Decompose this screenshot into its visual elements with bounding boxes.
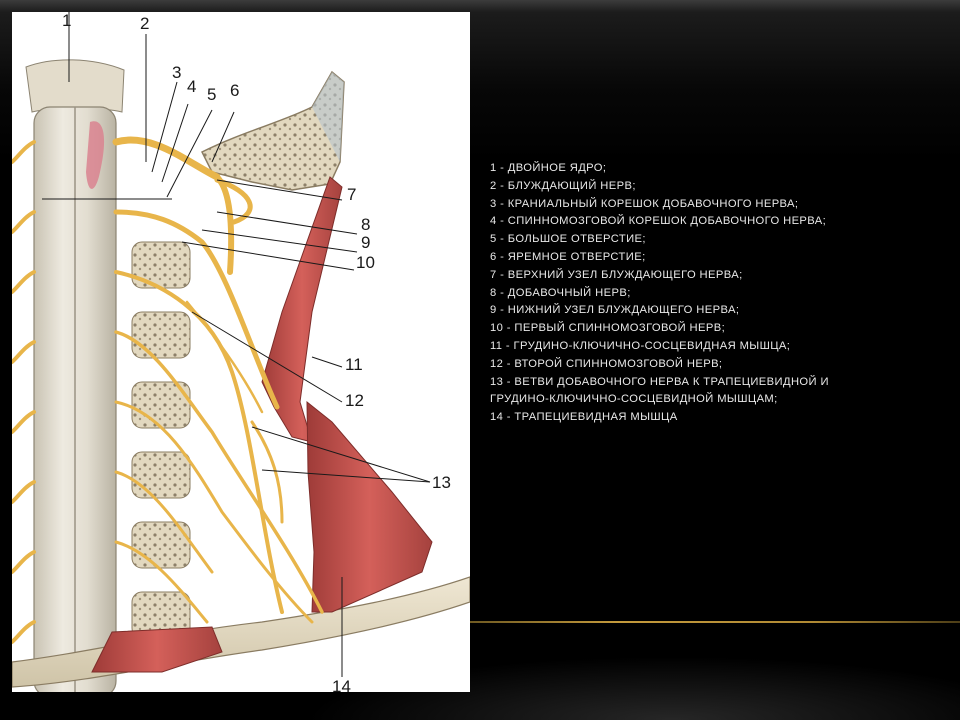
label-9: 9 <box>361 233 370 252</box>
legend-item: 7 - ВЕРХНИЙ УЗЕЛ БЛУЖДАЮЩЕГО НЕРВА; <box>490 268 743 281</box>
brainstem-top <box>25 59 125 113</box>
label-3: 3 <box>172 63 181 82</box>
legend-item: 9 - НИЖНИЙ УЗЕЛ БЛУЖДАЮЩЕГО НЕРВА; <box>490 304 740 317</box>
label-1: 1 <box>62 12 71 30</box>
label-2: 2 <box>140 14 149 33</box>
skull-base-shadow <box>312 72 344 162</box>
legend-item: 3 - КРАНИАЛЬНЫЙ КОРЕШОК ДОБАВОЧНОГО НЕРВ… <box>490 197 799 210</box>
legend-item: 5 - БОЛЬШОЕ ОТВЕРСТИЕ; <box>490 233 646 246</box>
legend-item: 14 - ТРАПЕЦИЕВИДНАЯ МЫШЦА <box>490 411 678 424</box>
figure-legend: 1 - ДВОЙНОЕ ЯДРО; 2 - БЛУЖДАЮЩИЙ НЕРВ; 3… <box>490 160 890 427</box>
legend-item: 13 - ВЕТВИ ДОБАВОЧНОГО НЕРВА К ТРАПЕЦИЕВ… <box>490 375 829 388</box>
double-nucleus <box>86 121 105 189</box>
legend-item: 11 - ГРУДИНО-КЛЮЧИЧНО-СОСЦЕВИДНАЯ МЫШЦА; <box>490 339 791 352</box>
leader-lines <box>42 12 431 677</box>
label-14: 14 <box>332 677 351 692</box>
label-5: 5 <box>207 85 216 104</box>
label-4: 4 <box>187 77 196 96</box>
legend-item: 2 - БЛУЖДАЮЩИЙ НЕРВ; <box>490 179 636 192</box>
trapezius-muscle <box>306 400 433 613</box>
legend-item: 1 - ДВОЙНОЕ ЯДРО; <box>490 162 607 174</box>
label-12: 12 <box>345 391 364 410</box>
legend-item: 12 - ВТОРОЙ СПИННОМОЗГОВОЙ НЕРВ; <box>490 357 723 370</box>
legend-item: ГРУДИНО-КЛЮЧИЧНО-СОСЦЕВИДНОЙ МЫШЦАМ; <box>490 393 778 406</box>
label-11: 11 <box>345 355 363 374</box>
label-6: 6 <box>230 81 239 100</box>
legend-item: 4 - СПИННОМОЗГОВОЙ КОРЕШОК ДОБАВОЧНОГО Н… <box>490 215 827 228</box>
legend-item: 6 - ЯРЕМНОЕ ОТВЕРСТИЕ; <box>490 250 646 263</box>
accent-rule <box>470 621 960 623</box>
label-8: 8 <box>361 215 370 234</box>
skull-base <box>200 70 345 191</box>
anatomy-drawing: 1 2 3 4 5 6 7 8 9 10 11 12 13 14 <box>12 12 470 692</box>
lower-muscle <box>91 626 223 673</box>
label-13: 13 <box>432 473 451 492</box>
sternocleidomastoid-muscle <box>261 176 343 443</box>
nerves <box>12 136 324 644</box>
legend-item: 10 - ПЕРВЫЙ СПИННОМОЗГОВОЙ НЕРВ; <box>490 322 726 335</box>
label-10: 10 <box>356 253 375 272</box>
label-7: 7 <box>347 185 356 204</box>
anatomy-illustration: 1 2 3 4 5 6 7 8 9 10 11 12 13 14 <box>12 12 470 692</box>
legend-item: 8 - ДОБАВОЧНЫЙ НЕРВ; <box>490 286 631 299</box>
